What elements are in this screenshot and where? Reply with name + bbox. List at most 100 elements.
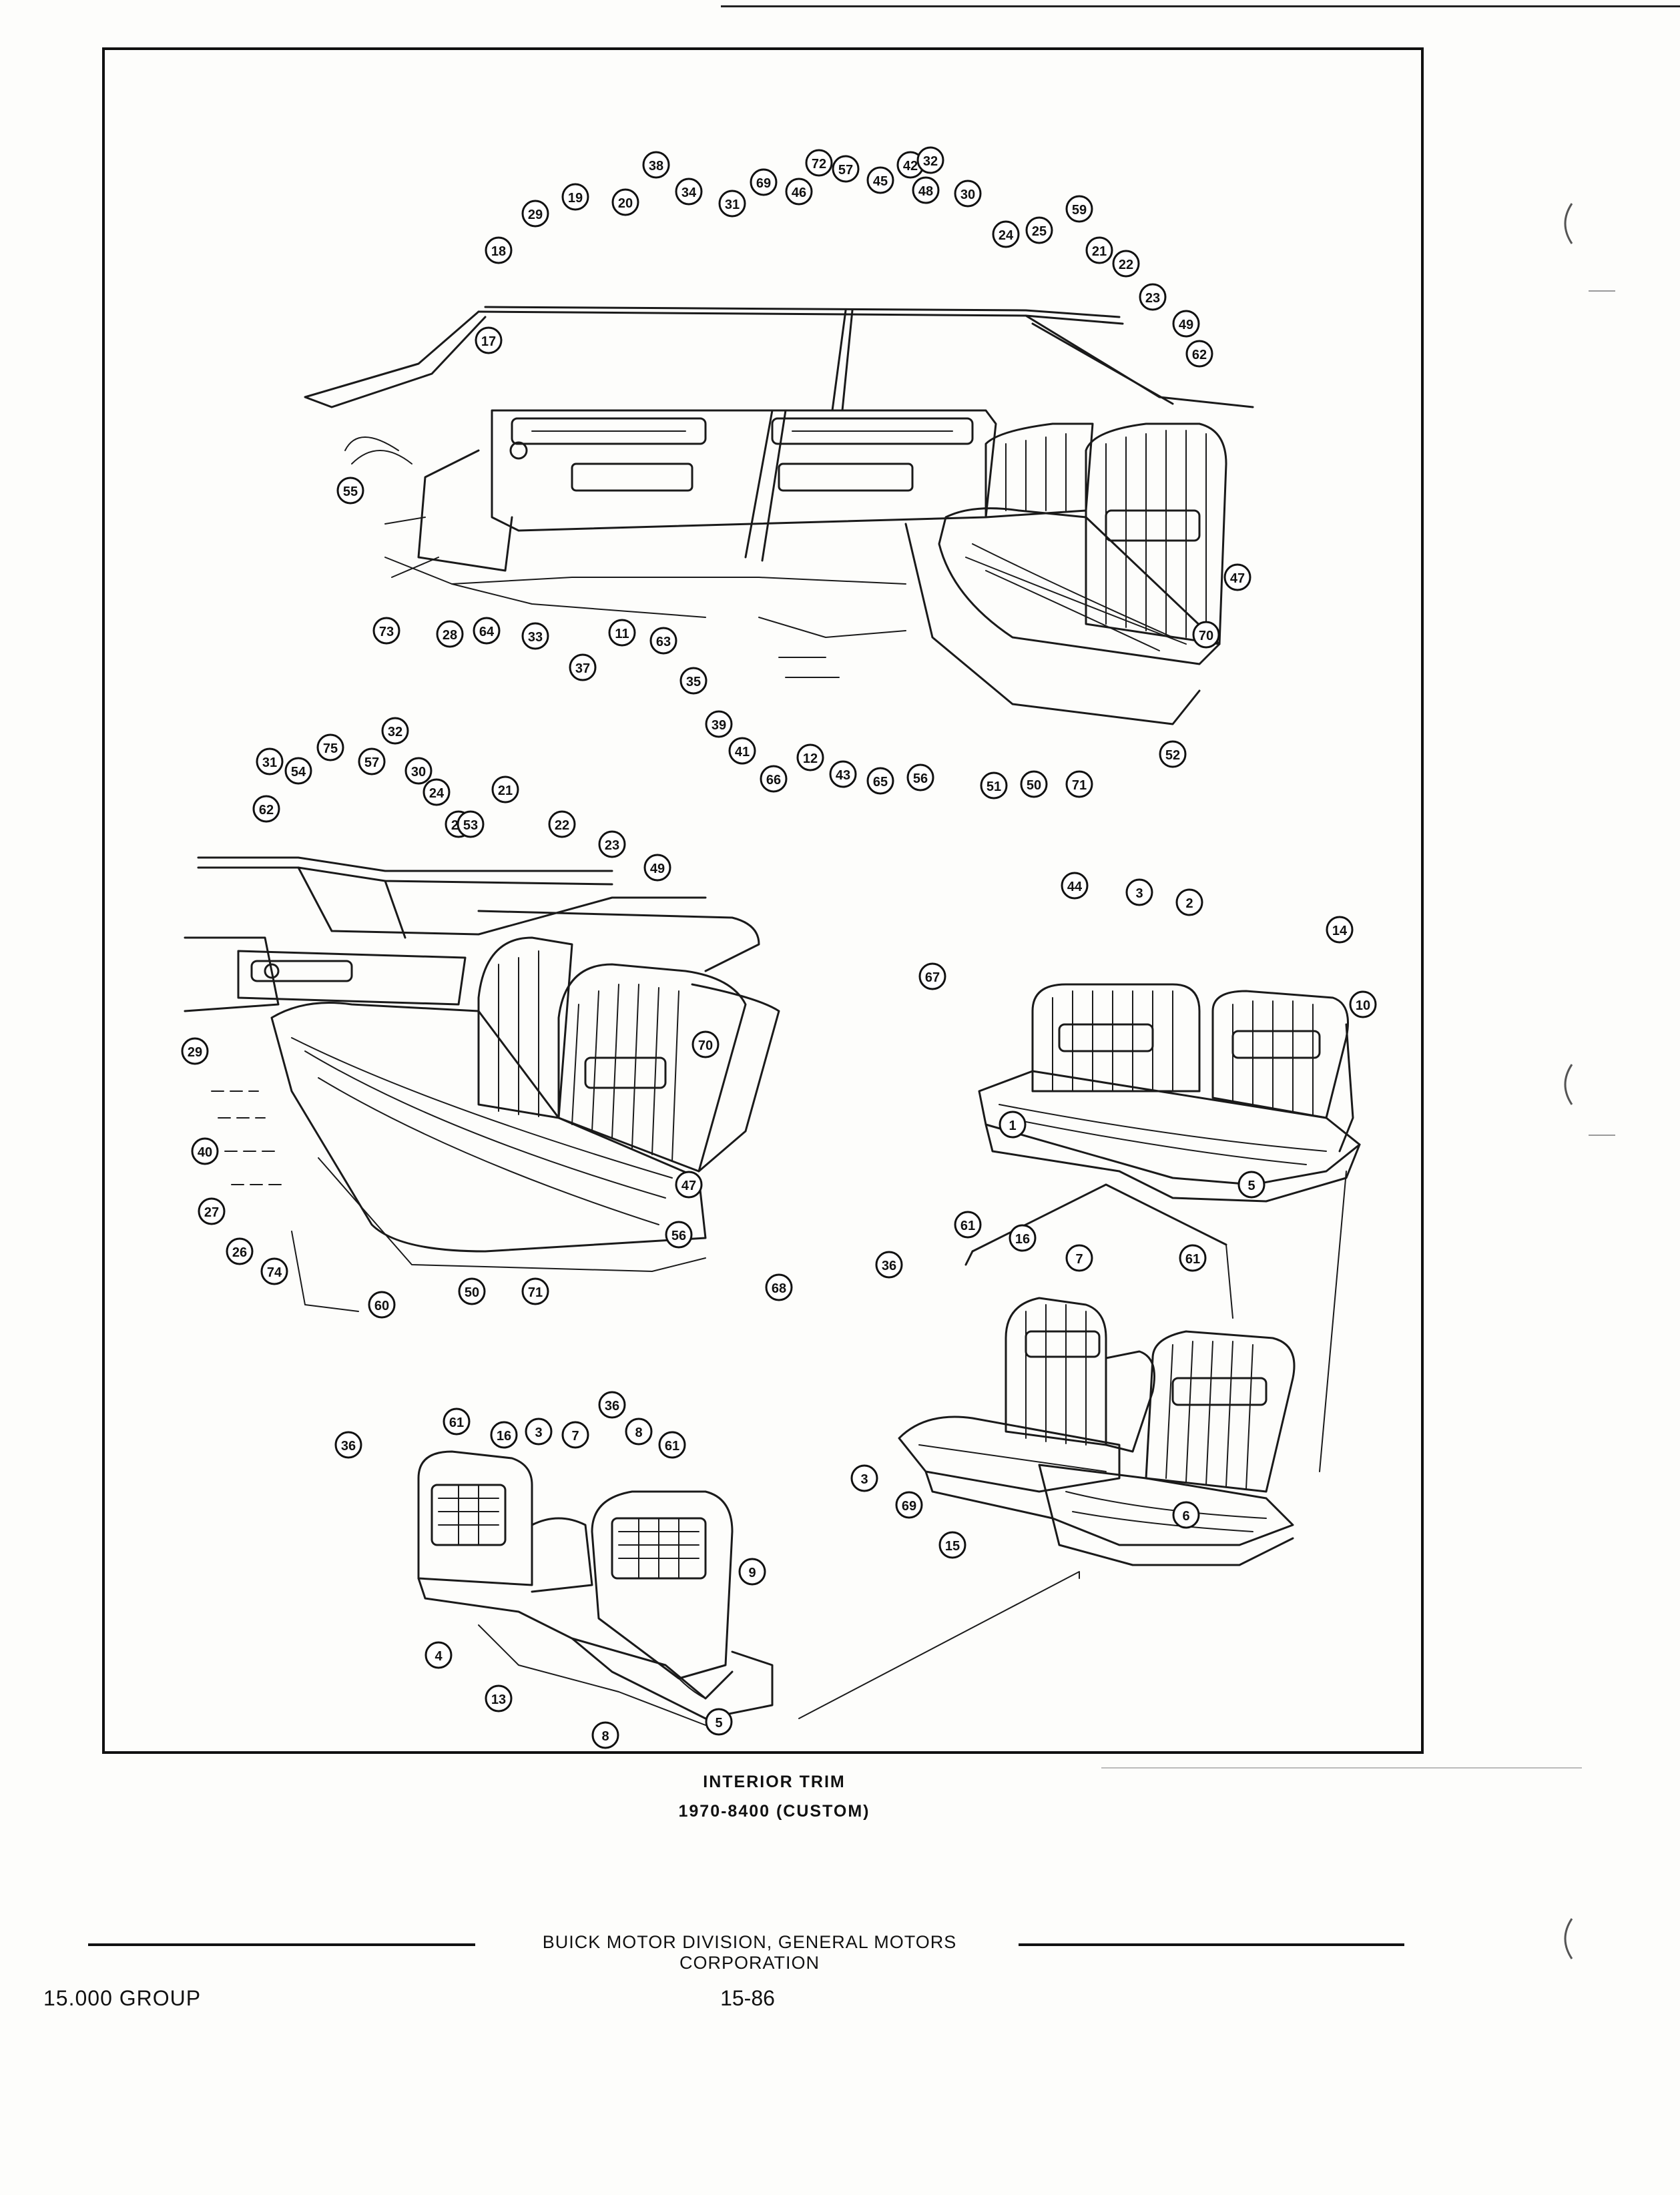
svg-text:56: 56 (671, 1229, 686, 1243)
svg-text:3: 3 (535, 1426, 542, 1440)
callout-top-45: 45 (866, 166, 894, 194)
svg-text:36: 36 (341, 1439, 356, 1454)
callout-top-66: 66 (760, 765, 788, 793)
svg-text:15: 15 (945, 1539, 960, 1554)
svg-text:57: 57 (838, 163, 853, 178)
callout-top-42: 42 (896, 151, 924, 179)
svg-text:55: 55 (343, 485, 358, 499)
callout-top-52: 52 (1159, 740, 1187, 768)
svg-text:61: 61 (449, 1416, 464, 1430)
svg-text:36: 36 (605, 1399, 619, 1414)
svg-text:23: 23 (1145, 291, 1160, 306)
callout-middle-left-23: 23 (598, 830, 626, 858)
callout-top-23: 23 (1139, 283, 1167, 311)
callout-top-55: 55 (336, 477, 364, 505)
callout-top-48: 48 (912, 176, 940, 204)
callout-top-19: 19 (561, 183, 589, 211)
svg-text:47: 47 (681, 1179, 696, 1193)
svg-text:33: 33 (528, 630, 543, 645)
margin-dash (1589, 290, 1615, 292)
binder-mark (1564, 1918, 1573, 1959)
callout-top-73: 73 (372, 617, 400, 645)
callout-middle-left-21: 21 (491, 775, 519, 804)
svg-text:48: 48 (918, 184, 933, 199)
callout-top-35: 35 (679, 667, 708, 695)
svg-text:50: 50 (465, 1285, 479, 1300)
callout-middle-right-44: 44 (1061, 872, 1089, 900)
svg-text:8: 8 (601, 1729, 609, 1744)
callout-lower-left-61: 61 (658, 1431, 686, 1459)
svg-text:61: 61 (665, 1439, 679, 1454)
svg-text:5: 5 (715, 1716, 722, 1731)
svg-text:67: 67 (925, 970, 940, 985)
rear-interior-illustration (184, 856, 780, 1312)
callout-lower-left-16: 16 (490, 1421, 518, 1449)
svg-text:63: 63 (656, 635, 671, 649)
svg-text:75: 75 (323, 741, 338, 756)
callout-top-32: 32 (916, 146, 944, 174)
svg-text:14: 14 (1332, 924, 1348, 938)
callout-middle-right-3: 3 (1125, 878, 1153, 906)
callout-middle-left-62: 62 (252, 795, 280, 823)
callout-lower-left-13: 13 (485, 1684, 513, 1712)
callout-lower-right-69: 69 (895, 1491, 923, 1519)
svg-text:28: 28 (443, 628, 457, 643)
svg-text:27: 27 (204, 1205, 219, 1220)
callout-top-71: 71 (1065, 770, 1093, 798)
callout-lower-right-16: 16 (1009, 1224, 1037, 1252)
callout-top-25: 25 (1025, 216, 1053, 244)
callout-top-38: 38 (642, 151, 670, 179)
svg-text:59: 59 (1072, 203, 1087, 218)
svg-text:60: 60 (374, 1299, 389, 1313)
svg-text:35: 35 (686, 675, 701, 689)
callout-top-43: 43 (829, 760, 857, 788)
svg-text:61: 61 (960, 1219, 975, 1233)
callout-lower-left-8: 8 (625, 1418, 653, 1446)
svg-text:32: 32 (388, 725, 402, 739)
callout-top-41: 41 (728, 737, 756, 765)
callout-middle-left-30: 30 (404, 757, 433, 785)
svg-text:24: 24 (429, 786, 445, 801)
svg-text:23: 23 (605, 838, 619, 853)
callout-top-47: 47 (1223, 563, 1251, 591)
svg-text:21: 21 (1092, 244, 1107, 259)
svg-text:49: 49 (1179, 318, 1193, 332)
full-interior-illustration (304, 306, 1254, 725)
svg-text:30: 30 (960, 188, 975, 202)
callout-top-56: 56 (906, 763, 934, 792)
svg-text:54: 54 (291, 765, 306, 779)
callout-top-46: 46 (785, 178, 813, 206)
svg-text:40: 40 (198, 1145, 212, 1160)
svg-text:29: 29 (188, 1045, 202, 1060)
callout-middle-left-26: 26 (226, 1237, 254, 1265)
margin-dash (1589, 1135, 1615, 1136)
footer-group: 15.000 GROUP (43, 1986, 202, 2010)
callout-lower-right-15: 15 (938, 1531, 966, 1559)
svg-text:66: 66 (766, 773, 781, 788)
footer-rule-right (1019, 1943, 1404, 1946)
svg-text:51: 51 (987, 779, 1001, 794)
callout-top-12: 12 (796, 743, 824, 771)
callout-lower-left-4: 4 (425, 1641, 453, 1669)
callout-middle-left-53: 53 (457, 810, 485, 838)
footer-publisher: BUICK MOTOR DIVISION, GENERAL MOTORS COR… (542, 1932, 957, 1973)
svg-text:70: 70 (1199, 629, 1213, 643)
svg-text:71: 71 (1072, 778, 1087, 793)
callout-middle-left-50: 50 (458, 1277, 486, 1305)
svg-text:53: 53 (463, 818, 478, 833)
callout-middle-left-24: 24 (423, 778, 451, 806)
callout-middle-left-75: 75 (316, 733, 344, 761)
svg-text:22: 22 (1119, 258, 1133, 272)
svg-text:31: 31 (262, 755, 277, 770)
svg-text:21: 21 (498, 783, 513, 798)
callout-top-64: 64 (473, 617, 501, 645)
svg-text:37: 37 (575, 661, 590, 676)
svg-text:32: 32 (923, 154, 938, 169)
svg-text:56: 56 (913, 771, 928, 786)
callout-lower-right-68: 68 (765, 1273, 793, 1301)
svg-text:42: 42 (903, 159, 918, 174)
svg-text:49: 49 (650, 862, 665, 876)
margin-dash (1101, 1767, 1582, 1769)
